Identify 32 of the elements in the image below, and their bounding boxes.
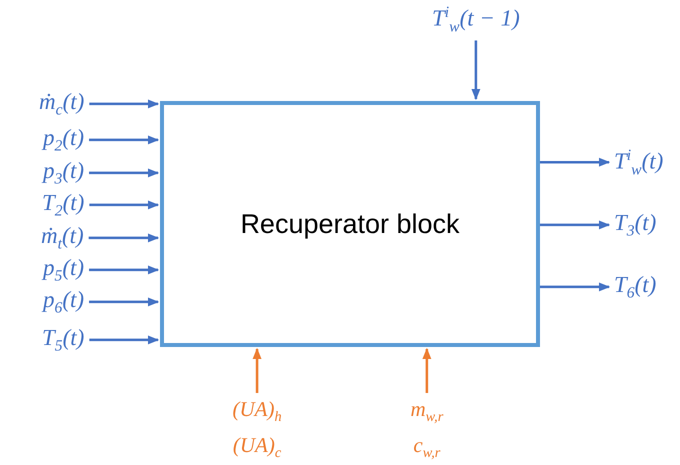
variable-label: ṁ$_{c}$(t): [39, 89, 84, 119]
arrow: [89, 335, 160, 344]
arrow: [540, 282, 610, 292]
process-block: [160, 101, 540, 347]
variable-label: T$_{5}$(t): [42, 325, 84, 355]
variable-label: (UA)$_{c}$: [232, 434, 282, 462]
arrow: [89, 99, 160, 108]
arrow: [540, 158, 610, 167]
arrow: [471, 40, 480, 100]
variable-label: T$_{3}$(t): [614, 210, 656, 240]
variable-label: p$_{5}$(t): [43, 255, 84, 285]
variable-label: T$_{6}$(t): [614, 272, 656, 302]
variable-label: p$_{2}$(t): [43, 125, 84, 155]
variable-label: m$_{w,r}$: [410, 398, 444, 426]
variable-label: T$_{2}$(t): [42, 190, 84, 220]
arrow: [89, 200, 160, 210]
variable-label: (UA)$_{h}$: [232, 398, 282, 426]
arrow: [252, 348, 262, 393]
variable-label: T$^{i}$$_{w}$(t − 1): [432, 4, 520, 36]
variable-label: ṁ$_{t}$(t): [41, 223, 84, 253]
arrow: [89, 297, 160, 306]
arrow: [540, 220, 610, 230]
arrow: [422, 348, 432, 393]
variable-label: c$_{w,r}$: [412, 434, 442, 462]
arrow: [89, 265, 160, 274]
variable-label: T$^{i}$$_{w}$(t): [614, 146, 664, 178]
arrow: [89, 168, 160, 178]
arrow: [89, 135, 160, 144]
block-title: Recuperator block: [240, 208, 460, 240]
variable-label: p$_{3}$(t): [43, 158, 84, 188]
arrow: [88, 233, 160, 242]
variable-label: p$_{6}$(t): [43, 287, 84, 317]
